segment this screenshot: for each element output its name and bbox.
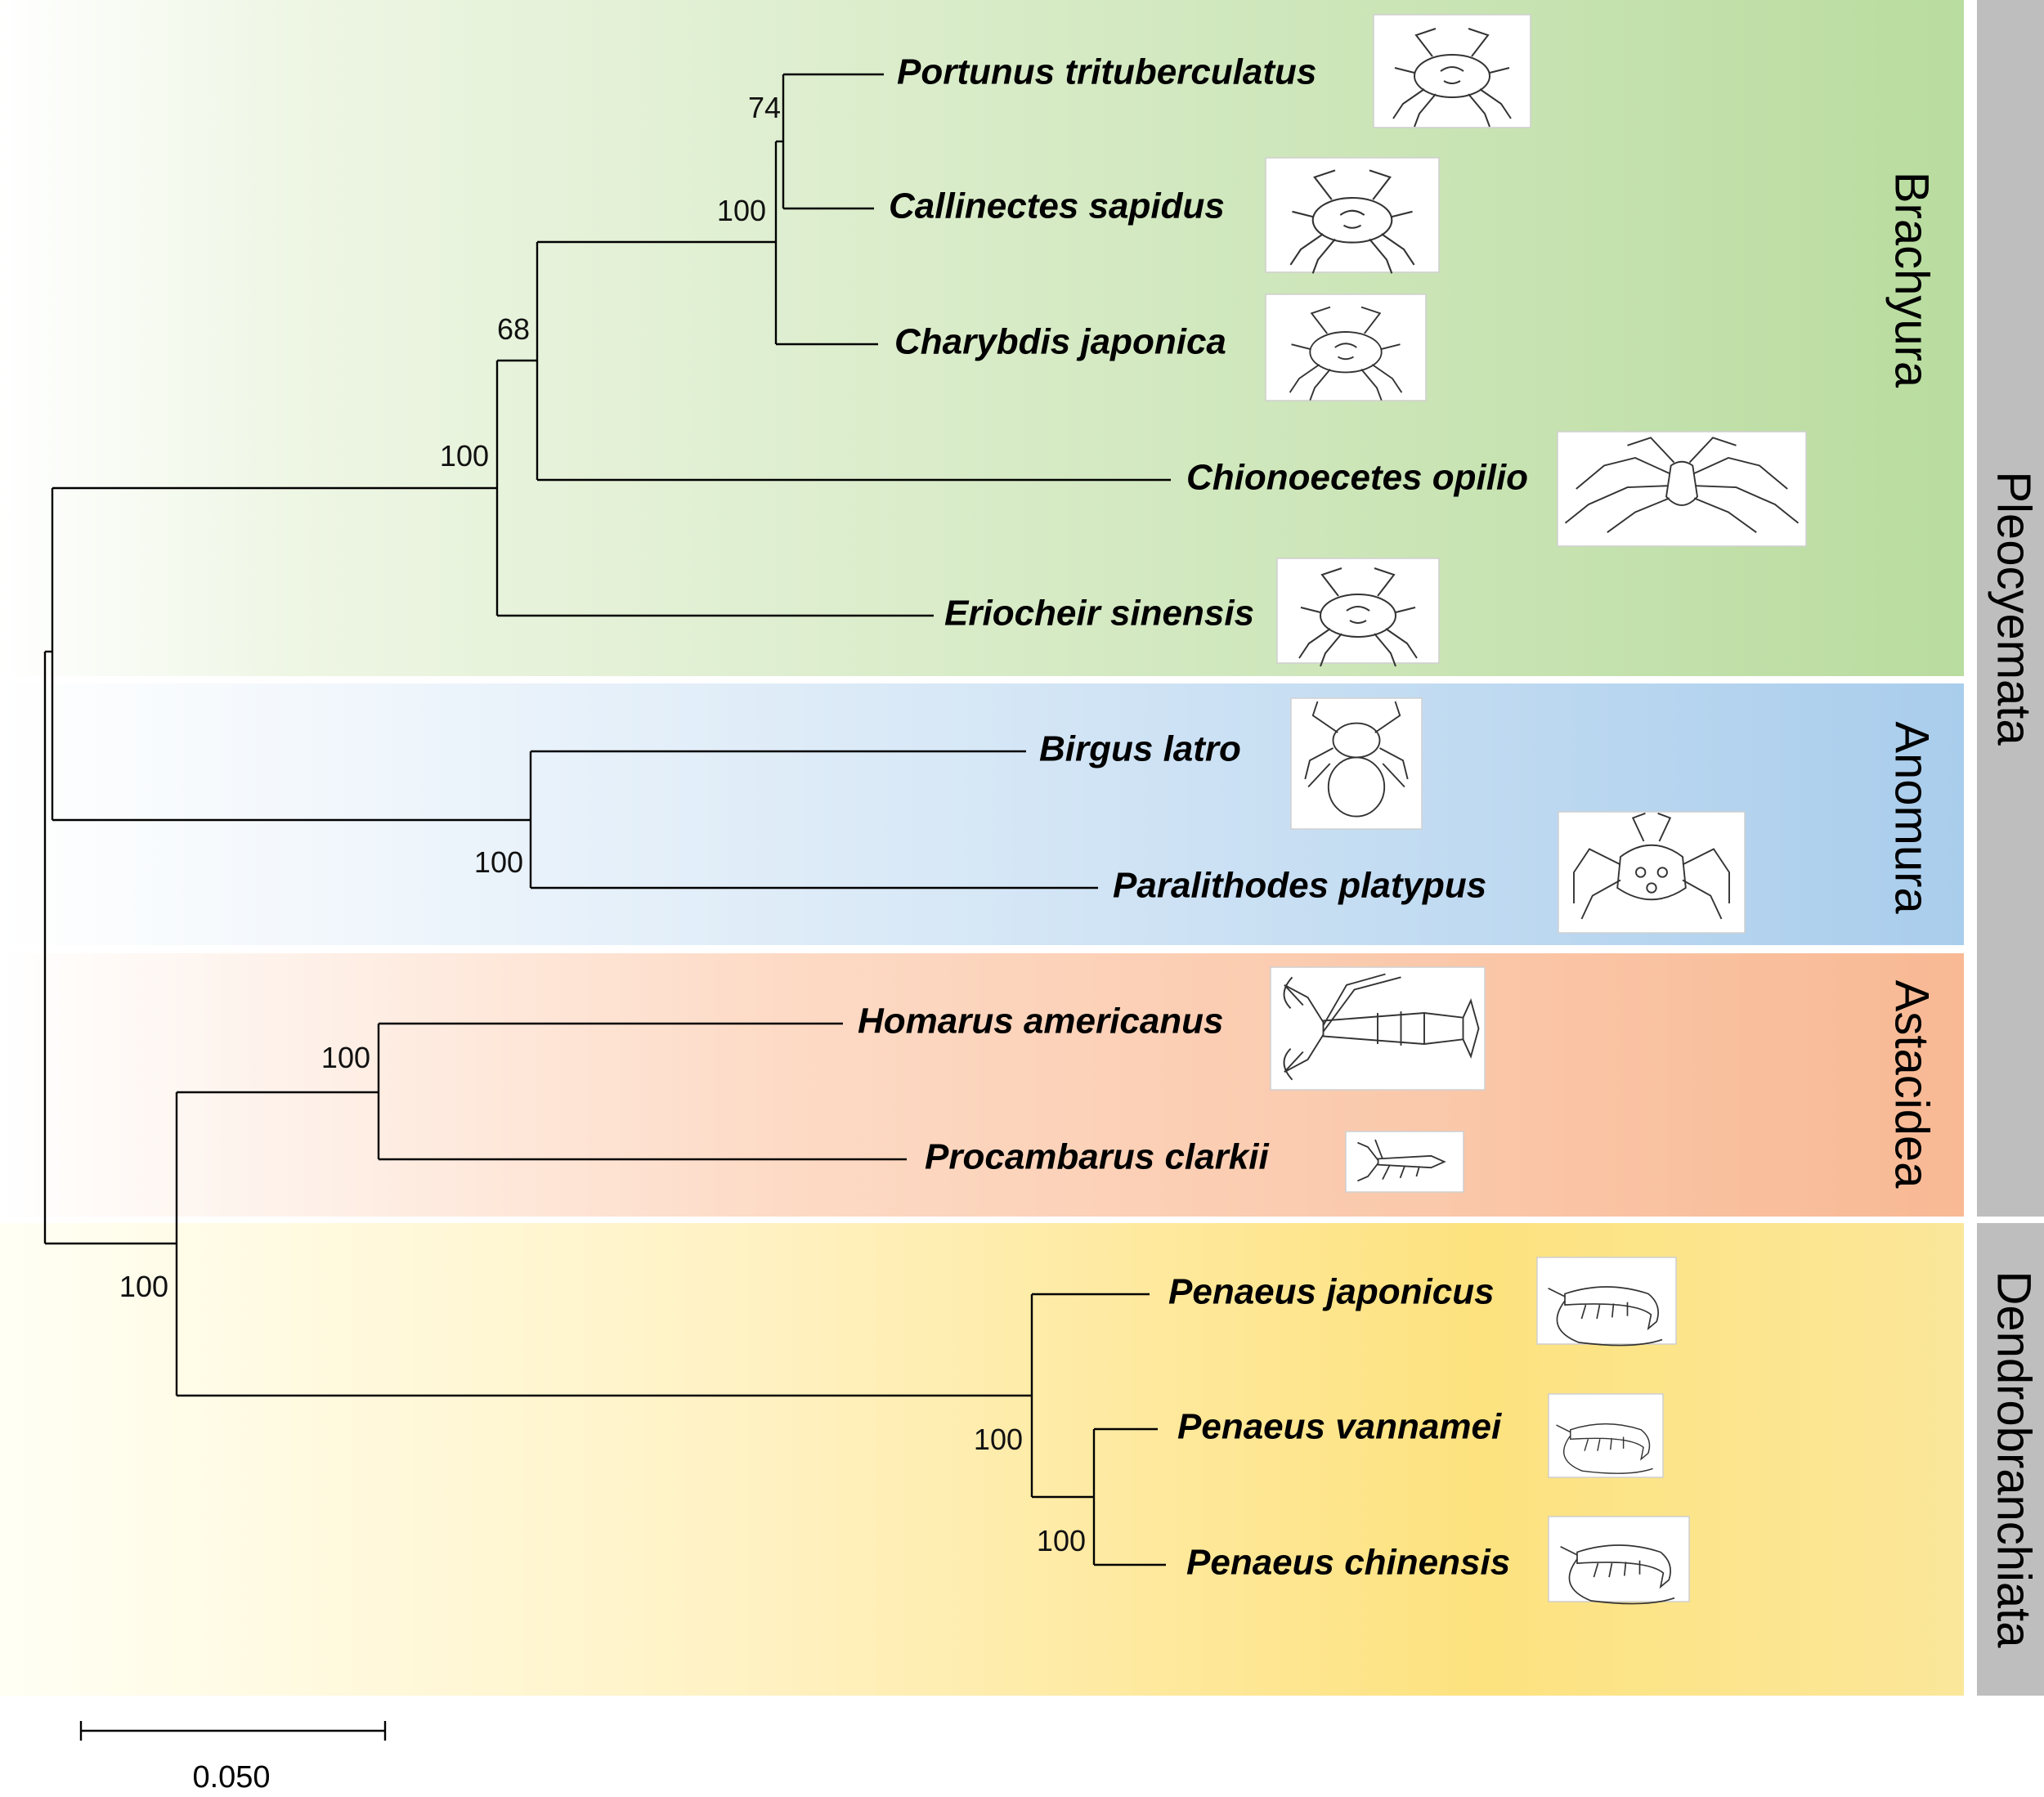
taxon-label-callinectes: Callinectes sapidus (889, 186, 1225, 226)
taxon-label-homarus: Homarus americanus (858, 1002, 1224, 1042)
scale-bar-line (79, 1721, 387, 1741)
taxon-label-birgus: Birgus latro (1039, 729, 1241, 769)
pleocyemata-side-bar (1977, 0, 2044, 1217)
scale-bar: 0.050 (79, 1721, 387, 1795)
astacidea-clade-band (0, 953, 1964, 1217)
clade-label-brachyura: Brachyura (1885, 172, 1939, 388)
tree-branches (43, 73, 1171, 1566)
bootstrap-portunid-clade: 100 (717, 194, 766, 227)
crab-icon (1373, 14, 1531, 128)
bootstrap-astacidea: 100 (321, 1041, 370, 1074)
crab-icon (1265, 294, 1427, 401)
bootstrap-penaeus-all: 100 (974, 1423, 1023, 1456)
crab-icon (1265, 157, 1440, 275)
spider-crab-icon (1557, 431, 1807, 547)
taxon-label-penaeus-japonicus: Penaeus japonicus (1168, 1272, 1495, 1312)
coconut-crab-icon (1290, 697, 1423, 830)
taxon-label-procambarus: Procambarus clarkii (925, 1137, 1269, 1177)
king-crab-icon (1558, 811, 1746, 934)
clade-label-anomura: Anomura (1885, 721, 1939, 914)
crayfish-icon (1345, 1131, 1464, 1193)
taxon-label-paralithodes: Paralithodes platypus (1113, 866, 1486, 906)
taxon-label-penaeus-vannamei: Penaeus vannamei (1177, 1407, 1502, 1447)
bootstrap-brachyura-inner: 68 (497, 312, 530, 346)
brachyura-clade-band (0, 0, 1964, 676)
scale-bar-label: 0.050 (192, 1760, 270, 1795)
lobster-icon (1270, 966, 1486, 1091)
shrimp-icon (1548, 1393, 1664, 1478)
shrimp-icon (1548, 1516, 1690, 1605)
side-label-dendrobranchiata: Dendrobranchiata (1988, 1270, 2041, 1648)
dendrobranchiata-side-bar (1977, 1223, 2044, 1696)
taxon-label-penaeus-chinensis: Penaeus chinensis (1186, 1543, 1510, 1583)
taxon-labels: Portunus trituberculatus Callinectes sap… (858, 52, 1528, 1583)
bootstrap-anomura: 100 (474, 845, 523, 879)
taxon-label-portunus: Portunus trituberculatus (897, 52, 1316, 92)
bootstrap-brachyura: 100 (440, 439, 489, 473)
side-label-pleocyemata: Pleocyemata (1988, 471, 2041, 746)
bootstrap-portunus-callinectes: 74 (748, 91, 781, 124)
taxon-label-eriocheir: Eriocheir sinensis (944, 594, 1254, 634)
mitten-crab-icon (1276, 558, 1440, 667)
bootstrap-astacidea-dendro: 100 (119, 1270, 168, 1303)
shrimp-icon (1536, 1257, 1677, 1347)
clade-label-astacidea: Astacidea (1885, 980, 1939, 1189)
taxon-label-chionoecetes: Chionoecetes opilio (1186, 458, 1528, 498)
taxon-label-charybdis: Charybdis japonica (894, 322, 1226, 362)
bootstrap-vannamei-chinensis: 100 (1037, 1524, 1086, 1557)
